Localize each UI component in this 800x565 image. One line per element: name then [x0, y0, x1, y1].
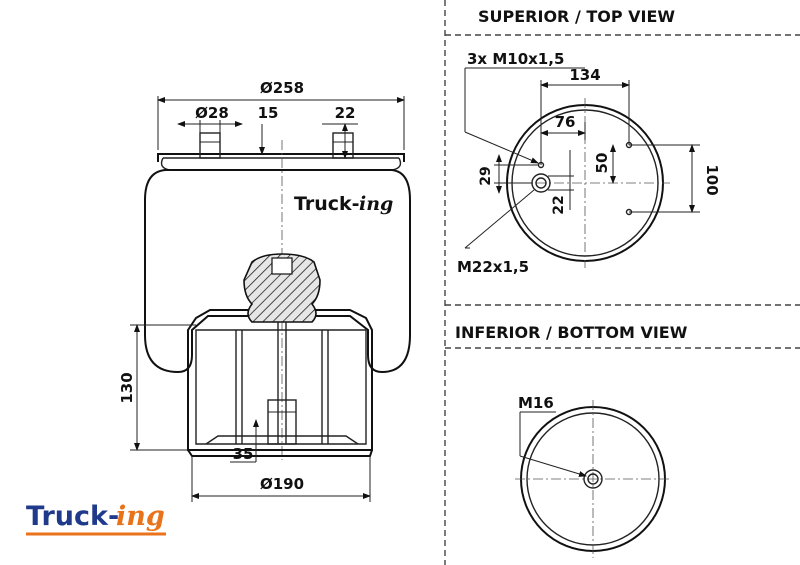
dim-134: 134 [569, 66, 600, 84]
bottom-insert [267, 399, 297, 445]
dim-50: 50 [593, 153, 611, 174]
drawing-logo-main: Truck- [294, 193, 360, 215]
top-view: 134 76 50 100 29 22 [464, 66, 721, 268]
dim-100: 100 [703, 164, 721, 195]
top-view-title: SUPERIOR / TOP VIEW [478, 7, 675, 26]
top-bead-plate [157, 153, 405, 162]
side-view: Ø258 Ø28 15 22 130 Ø190 35 [118, 79, 411, 502]
dim-base-diameter: Ø190 [260, 475, 304, 493]
dim-insert: 35 [233, 445, 254, 463]
dim-29: 29 [478, 166, 494, 185]
dim-22-top: 22 [551, 195, 567, 214]
top-thread-label: 3x M10x1,5 [467, 50, 564, 68]
brand-logo: Truck- ing [26, 501, 166, 536]
drawing-logo-ital: ing [359, 193, 393, 215]
dim-height: 130 [118, 372, 136, 403]
piston-outline [187, 309, 373, 451]
dim-stud-height: 22 [335, 104, 356, 122]
dim-outer-diameter: Ø258 [260, 79, 304, 97]
brand-logo-main: Truck- [26, 501, 119, 532]
bottom-view-title: INFERIOR / BOTTOM VIEW [455, 323, 688, 342]
drawing-logo: Truck- ing [294, 193, 393, 215]
left-stud [199, 132, 221, 159]
bottom-view [515, 400, 672, 558]
brand-logo-ital: ing [116, 501, 165, 532]
bottom-thread-label: M16 [518, 394, 554, 412]
bumper-section [243, 253, 321, 323]
top-center-thread: M22x1,5 [457, 258, 529, 276]
bellows-outline [144, 169, 411, 374]
dim-stud-diameter: Ø28 [195, 104, 229, 122]
dim-76: 76 [555, 113, 576, 131]
view-dividers [444, 0, 800, 565]
dim-offset: 15 [258, 104, 279, 122]
